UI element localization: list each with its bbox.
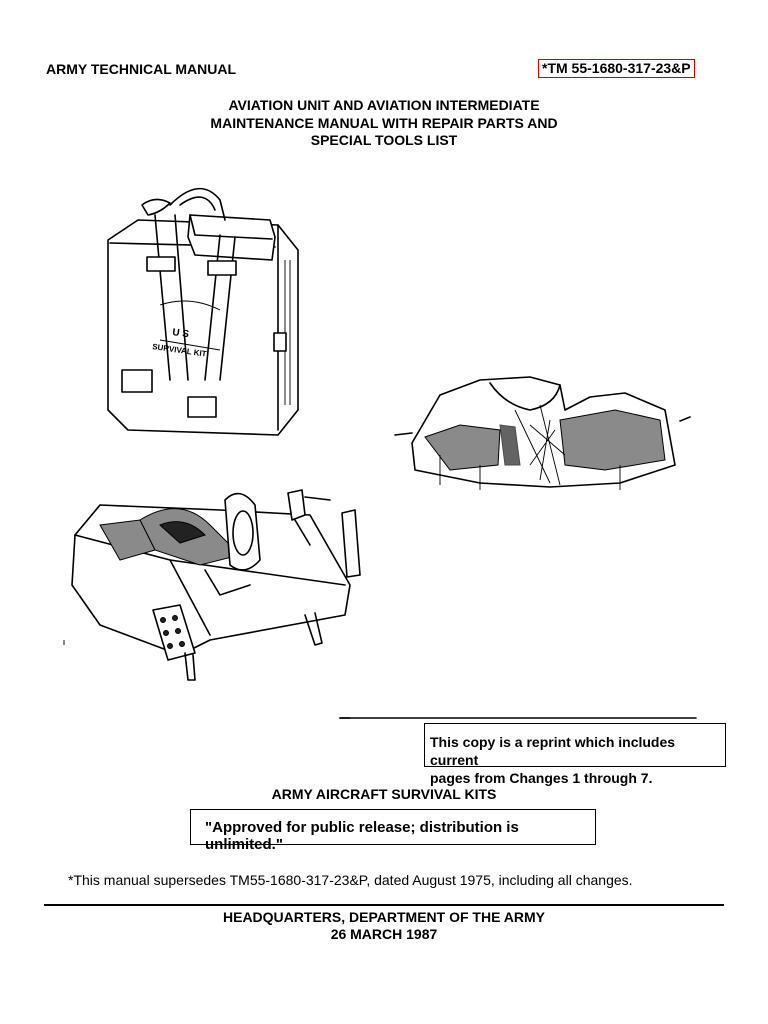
title-line-1: AVIATION UNIT AND AVIATION INTERMEDIATE	[228, 97, 540, 113]
backpack-kit-drawing: U S SURVIVAL KIT	[107, 187, 299, 436]
headquarters-line: HEADQUARTERS, DEPARTMENT OF THE ARMY	[223, 909, 545, 925]
survival-vest-drawing	[394, 376, 691, 490]
supersedes-note: *This manual supersedes TM55-1680-317-23…	[68, 872, 633, 888]
tm-number-badge: *TM 55-1680-317-23&P	[538, 59, 695, 78]
seat-kit-drawing	[63, 489, 361, 681]
manual-type-label: ARMY TECHNICAL MANUAL	[46, 61, 237, 77]
reprint-notice-line-1: This copy is a reprint which includes cu…	[430, 734, 676, 768]
survival-kits-illustration: U S SURVIVAL KIT	[63, 187, 697, 719]
kit-label-us: U S	[172, 327, 190, 340]
title-line-2: MAINTENANCE MANUAL WITH REPAIR PARTS AND	[210, 114, 558, 131]
reprint-notice-line-2: pages from Changes 1 through 7.	[430, 770, 653, 786]
footer-divider	[44, 904, 724, 906]
publication-date: 26 MARCH 1987	[330, 926, 438, 942]
issuing-authority: HEADQUARTERS, DEPARTMENT OF THE ARMY 26 …	[184, 909, 584, 943]
document-subject: ARMY AIRCRAFT SURVIVAL KITS	[271, 786, 497, 802]
reprint-notice-box: This copy is a reprint which includes cu…	[424, 723, 726, 786]
title-line-3: SPECIAL TOOLS LIST	[310, 132, 458, 148]
distribution-statement-box: "Approved for public release; distributi…	[190, 809, 596, 853]
document-title: AVIATION UNIT AND AVIATION INTERMEDIATE …	[184, 97, 584, 150]
